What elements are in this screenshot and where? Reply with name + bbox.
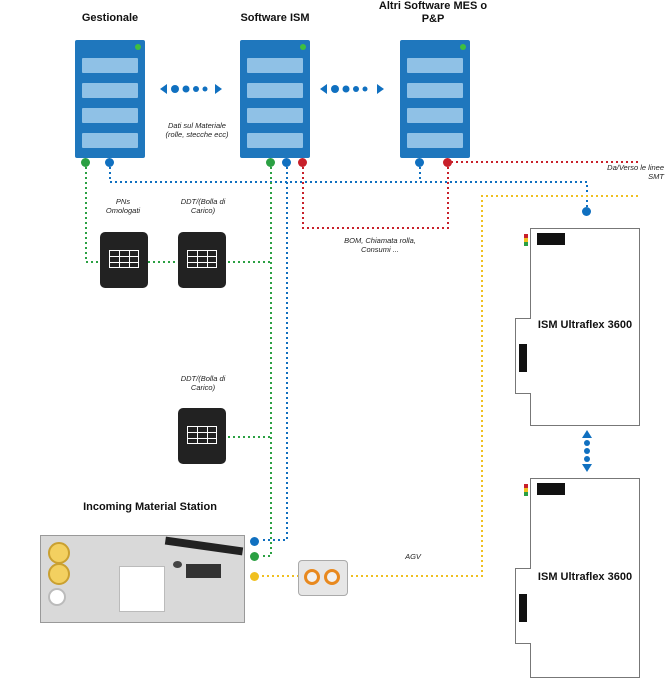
connector-green-dot [250,552,259,561]
arrow-left-head [160,84,167,94]
monitor-icon [164,536,244,556]
server-gestionale [75,40,145,158]
reel-icon [48,563,70,585]
status-led-icon [300,44,306,50]
connector-blue-dot [282,158,291,167]
server-software-ism [240,40,310,158]
signal-light-icon [524,234,528,246]
machine-side-panel [515,318,531,394]
machine-side-panel [515,568,531,644]
label-incoming-material-station: Incoming Material Station [83,501,217,513]
machine-ism-ultraflex-1: ISM Ultraflex 3600 [530,228,640,426]
status-led-icon [460,44,466,50]
document-ddt-icon [178,408,226,464]
label-machine-1: ISM Ultraflex 3600 [537,319,633,331]
sheet-icon [119,566,165,612]
label-da-verso: Da/Verso le linee SMT [607,163,664,181]
label-bom: BOM, Chiamata rolla, Consumi ... [344,236,416,254]
display-icon [537,233,565,245]
arrow-left-head-2 [320,84,327,94]
mouse-icon [173,561,182,568]
connector-yellow-dot [250,572,259,581]
label-gestionale: Gestionale [81,12,139,24]
label-machine-2: ISM Ultraflex 3600 [537,571,633,583]
incoming-station-desk [40,535,245,623]
connector-blue-dot [250,537,259,546]
label-ddt-2: DDT/(Bolla di Carico) [180,374,226,392]
document-ddt-icon [178,232,226,288]
connector-blue-dot [415,158,424,167]
connector-green-dot [266,158,275,167]
connector-blue-dot [105,158,114,167]
connector-green-dot [81,158,90,167]
label-software-ism: Software ISM [240,12,310,24]
document-pns-icon [100,232,148,288]
status-led-icon [135,44,141,50]
machine-ism-ultraflex-2: ISM Ultraflex 3600 [530,478,640,678]
connector-blue-dot [582,207,591,216]
connector-red-dot [298,158,307,167]
reel-icon [48,542,70,564]
arrow-right-head-2 [377,84,384,94]
arrow-right-head [215,84,222,94]
display-icon [537,483,565,495]
keyboard-icon [186,564,221,578]
label-pns-omologati: PNs Omologati [105,197,141,215]
reel-icon [48,588,66,606]
server-altri-software [400,40,470,158]
agv-icon [298,560,348,596]
signal-light-icon [524,484,528,496]
label-ddt-1: DDT/(Bolla di Carico) [180,197,226,215]
label-altri-software: Altri Software MES o P&P [378,0,488,25]
label-agv: AGV [405,552,421,561]
connector-red-dot [443,158,452,167]
label-dati-materiale: Dati sul Materiale (rolle, stecche ecc) [165,121,229,139]
